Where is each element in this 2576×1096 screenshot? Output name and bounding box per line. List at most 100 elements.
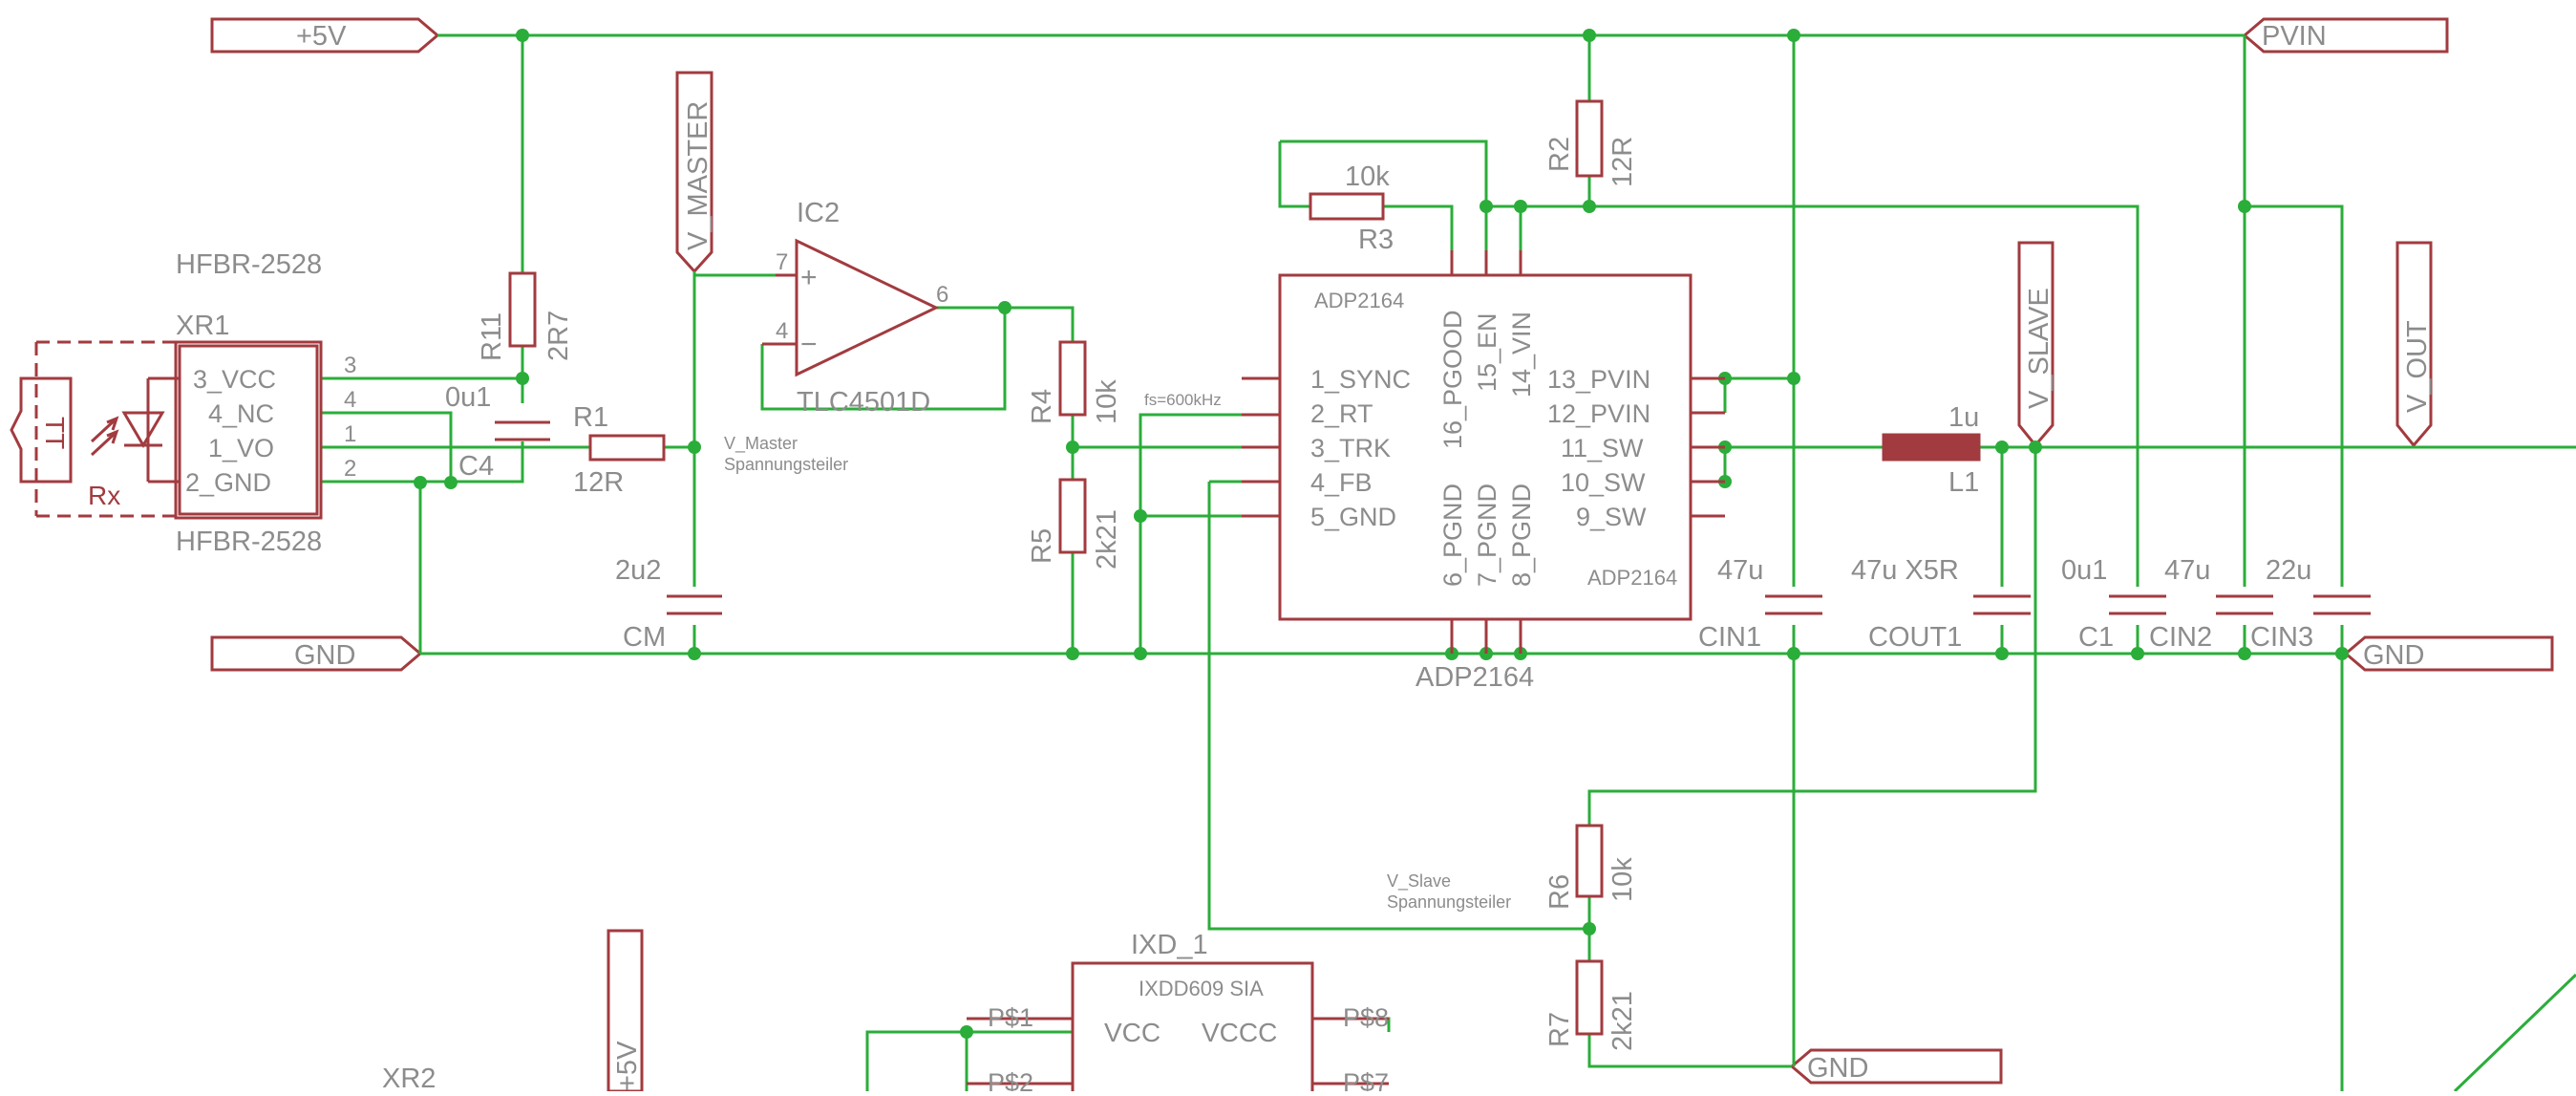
net-flag-gnd-bottom[interactable]: GND bbox=[1789, 1048, 2003, 1085]
r6-value: 10k bbox=[1607, 857, 1638, 902]
r11-value: 2R7 bbox=[543, 311, 574, 361]
r5-resistor[interactable]: R5 2k21 bbox=[1027, 478, 1122, 569]
adp-pin-4-fb: 4_FB bbox=[1310, 468, 1373, 497]
xr1-pin-number-4: 4 bbox=[344, 387, 356, 413]
cin2-name: CIN2 bbox=[2149, 622, 2212, 653]
r4-resistor[interactable]: R4 10k bbox=[1027, 340, 1122, 424]
cout1-capacitor[interactable]: 47u X5R COUT1 bbox=[1851, 555, 2031, 653]
net-flag-gnd-left[interactable]: GND bbox=[210, 635, 423, 672]
net-flag-5v-low[interactable]: +5V bbox=[607, 929, 644, 1093]
cin3-value: 22u bbox=[2266, 555, 2311, 586]
adp-pin-9-sw: 9_SW bbox=[1576, 503, 1647, 531]
net-label-5v-low: +5V bbox=[612, 1041, 643, 1091]
xr1-receiver[interactable]: HFBR-2528 XR1 TT Rx 3_VCC 4_NC 1_VO 2_GN… bbox=[10, 249, 356, 557]
l1-inductor[interactable]: 1u L1 bbox=[1882, 402, 1981, 498]
xr1-pin-2-gnd: 2_GND bbox=[185, 468, 271, 497]
ixd1-pin-p1: P$1 bbox=[988, 1003, 1033, 1032]
net-label-gnd-bottom: GND bbox=[1807, 1053, 1868, 1084]
adp-pin-1-sync: 1_SYNC bbox=[1310, 365, 1411, 394]
adp-pin-8-pgnd: 8_PGND bbox=[1507, 484, 1536, 587]
xr2-name: XR2 bbox=[382, 1064, 436, 1091]
net-flag-gnd-right[interactable]: GND bbox=[2343, 635, 2554, 672]
cout1-name: COUT1 bbox=[1868, 622, 1962, 653]
adp-name: ADP2164 bbox=[1416, 662, 1534, 693]
r4-value: 10k bbox=[1092, 379, 1122, 424]
adp-pin-14-vin: 14_VIN bbox=[1507, 312, 1536, 398]
r2-resistor[interactable]: R2 12R bbox=[1544, 99, 1638, 187]
c4-value: 0u1 bbox=[445, 382, 491, 413]
ixd1-name: IXD_1 bbox=[1131, 930, 1208, 960]
adp-label-inner-bottom: ADP2164 bbox=[1587, 566, 1677, 590]
xr1-pin-number-2: 2 bbox=[344, 456, 356, 482]
ic2-opamp[interactable]: IC2 7 4 6 + − TLC4501D bbox=[762, 198, 948, 418]
r7-value: 2k21 bbox=[1607, 991, 1638, 1051]
r5-name: R5 bbox=[1027, 528, 1057, 564]
adp-pin-15-en: 15_EN bbox=[1473, 312, 1501, 392]
xr1-tt-label: TT bbox=[40, 417, 70, 449]
r7-name: R7 bbox=[1544, 1012, 1575, 1047]
c4-capacitor[interactable]: 0u1 C4 bbox=[445, 382, 550, 482]
adp-pin-6-pgnd: 6_PGND bbox=[1438, 484, 1467, 587]
net-flag-pvin[interactable]: PVIN bbox=[2242, 17, 2449, 54]
ic2-value: TLC4501D bbox=[797, 387, 930, 418]
ixd1-inner-vccc: VCCC bbox=[1202, 1018, 1277, 1047]
net-label-gnd-right: GND bbox=[2363, 640, 2424, 671]
adp-pin-2-rt: 2_RT bbox=[1310, 399, 1373, 428]
r6-resistor[interactable]: R6 10k bbox=[1544, 824, 1638, 910]
cm-capacitor[interactable]: 2u2 CM bbox=[615, 555, 722, 653]
r1-name: R1 bbox=[573, 402, 608, 433]
net-label-pvin: PVIN bbox=[2262, 21, 2327, 52]
adp-pin-12-pvin: 12_PVIN bbox=[1547, 399, 1650, 428]
r3-resistor[interactable]: 10k R3 bbox=[1309, 161, 1394, 255]
adp-pin-7-pgnd: 7_PGND bbox=[1473, 484, 1501, 587]
xr1-pin-3-vcc: 3_VCC bbox=[193, 365, 276, 394]
c1-name: C1 bbox=[2078, 622, 2114, 653]
net-flag-5v[interactable]: +5V bbox=[210, 17, 440, 54]
xr1-rx-label: Rx bbox=[88, 481, 120, 510]
adp-pin-13-pvin: 13_PVIN bbox=[1547, 365, 1650, 394]
ic2-pin-6: 6 bbox=[936, 282, 948, 308]
net-flag-v-master[interactable]: V_MASTER bbox=[675, 71, 713, 274]
cout1-value: 47u X5R bbox=[1851, 555, 1959, 586]
ixd1-driver[interactable]: IXD_1 IXDD609 SIA P$1 P$2 P$8 P$7 VCC VC… bbox=[967, 930, 1389, 1096]
xr1-value-bottom: HFBR-2528 bbox=[176, 527, 322, 557]
ixd1-pin-p2: P$2 bbox=[988, 1068, 1033, 1091]
cin1-value: 47u bbox=[1717, 555, 1763, 586]
ixd1-pin-p7: P$7 bbox=[1343, 1068, 1389, 1091]
adp2164-regulator[interactable]: ADP2164 1_SYNC 2_RT 3_TRK 4_FB 5_GND 13_… bbox=[1242, 250, 1725, 693]
xr1-pin-number-1: 1 bbox=[344, 421, 356, 447]
xr1-pin-4-nc: 4_NC bbox=[208, 399, 274, 428]
net-flag-v-slave[interactable]: V_SLAVE bbox=[2017, 241, 2054, 448]
wires bbox=[320, 33, 2576, 1093]
l1-name: L1 bbox=[1948, 467, 1979, 498]
r11-resistor[interactable]: R11 2R7 bbox=[477, 271, 574, 361]
cin1-capacitor[interactable]: 47u CIN1 bbox=[1698, 555, 1822, 653]
r3-value: 10k bbox=[1345, 161, 1390, 192]
r1-value: 12R bbox=[573, 467, 624, 498]
r3-name: R3 bbox=[1358, 225, 1394, 255]
cin2-capacitor[interactable]: 47u CIN2 bbox=[2149, 555, 2273, 653]
r11-name: R11 bbox=[477, 312, 507, 361]
r5-value: 2k21 bbox=[1092, 509, 1122, 569]
vmaster-note-line1: V_Master bbox=[724, 434, 798, 454]
c1-capacitor[interactable]: 0u1 C1 bbox=[2061, 555, 2166, 653]
xr1-pin-number-3: 3 bbox=[344, 353, 356, 378]
cin1-name: CIN1 bbox=[1698, 622, 1761, 653]
ic2-plus-symbol: + bbox=[800, 262, 818, 293]
l1-value: 1u bbox=[1948, 402, 1979, 433]
r1-resistor[interactable]: R1 12R bbox=[573, 402, 666, 498]
r4-name: R4 bbox=[1027, 389, 1057, 424]
r2-value: 12R bbox=[1607, 137, 1638, 187]
net-flag-v-out[interactable]: V_OUT bbox=[2395, 241, 2433, 448]
r6-name: R6 bbox=[1544, 874, 1575, 910]
net-label-v-slave: V_SLAVE bbox=[2024, 288, 2054, 409]
ic2-pin-7: 7 bbox=[776, 249, 788, 275]
cin3-capacitor[interactable]: 22u CIN3 bbox=[2250, 555, 2371, 653]
r7-resistor[interactable]: R7 2k21 bbox=[1544, 959, 1638, 1051]
net-label-v-master: V_MASTER bbox=[683, 101, 713, 250]
ixd1-value: IXDD609 SIA bbox=[1139, 977, 1264, 1000]
adp-pin-16-pgood: 16_PGOOD bbox=[1438, 310, 1467, 449]
cm-value: 2u2 bbox=[615, 555, 661, 586]
